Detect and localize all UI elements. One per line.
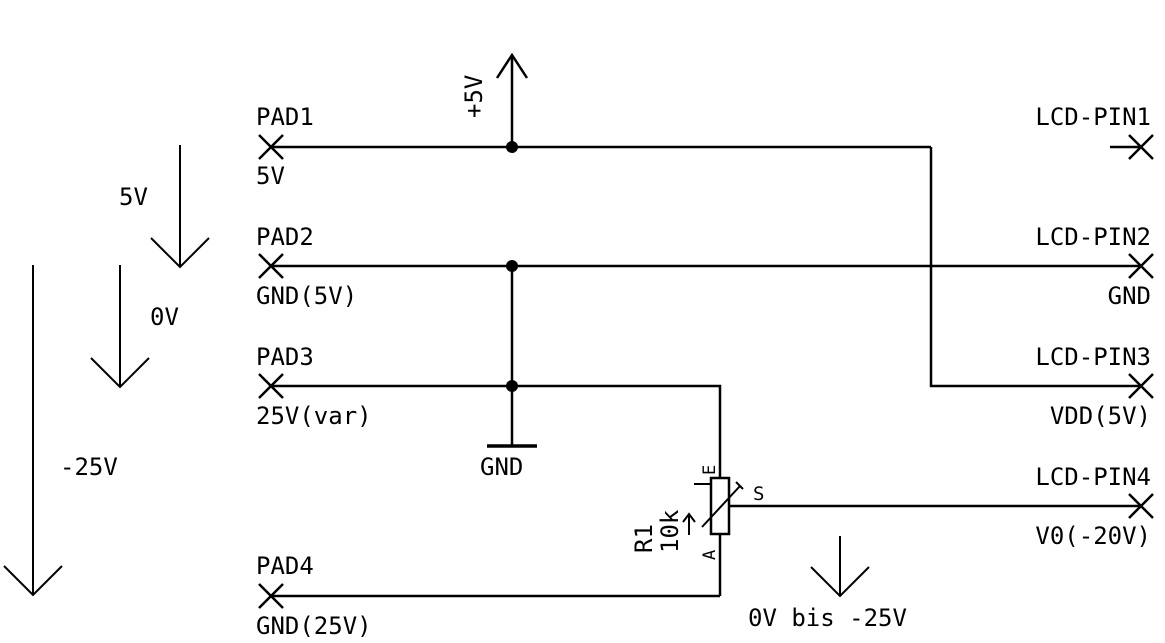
wiper-arrow-icon	[682, 512, 696, 535]
pad3-label: 25V(var)	[256, 402, 372, 430]
pad4-label: GND(25V)	[256, 612, 372, 640]
voltage-arrow-neg25v	[3, 265, 63, 597]
lcd-pin2-name: LCD-PIN2	[1035, 223, 1151, 251]
pad1-label: 5V	[256, 162, 285, 190]
lcd-pin4-label: V0(-20V)	[1035, 522, 1151, 550]
pad2-name: PAD2	[256, 223, 314, 251]
lcd-pin1-terminal	[1110, 134, 1154, 160]
lcd-pin1-name: LCD-PIN1	[1035, 103, 1151, 131]
wire-5v-to-lcd-pin3	[929, 147, 1141, 388]
pad3-name: PAD3	[256, 343, 314, 371]
pad4-name: PAD4	[256, 552, 314, 580]
voltage-arrow-5v	[150, 145, 210, 269]
pad2-label: GND(5V)	[256, 282, 357, 310]
lcd-pin4-terminal	[1128, 493, 1154, 519]
lcd-pin4-name: LCD-PIN4	[1035, 463, 1151, 491]
lcd-pin3-name: LCD-PIN3	[1035, 343, 1151, 371]
wire-25v-to-pot	[271, 384, 722, 478]
voltage-arrow-range	[810, 536, 870, 598]
lcd-pin2-label: GND	[1108, 282, 1151, 310]
supply-5v-label: +5V	[460, 75, 488, 118]
lcd-pin2-terminal	[1128, 253, 1154, 279]
supply-5v-symbol	[495, 52, 529, 147]
pot-name: R1	[630, 524, 658, 553]
voltage-label-neg25v: -25V	[60, 453, 118, 481]
pot-pin-e: E	[700, 465, 720, 475]
ground-label: GND	[480, 453, 523, 481]
voltage-arrow-0v	[90, 265, 150, 389]
pot-value: 10k	[656, 509, 684, 553]
lcd-pin3-label: VDD(5V)	[1050, 402, 1151, 430]
voltage-label-range: 0V bis -25V	[748, 604, 907, 632]
lcd-pin3-terminal	[1128, 373, 1154, 399]
pot-pin-s: S	[753, 483, 764, 505]
voltage-label-0v: 0V	[150, 303, 179, 331]
pad1-name: PAD1	[256, 103, 314, 131]
voltage-label-5v: 5V	[119, 183, 148, 211]
pot-pin-a: A	[700, 550, 720, 560]
